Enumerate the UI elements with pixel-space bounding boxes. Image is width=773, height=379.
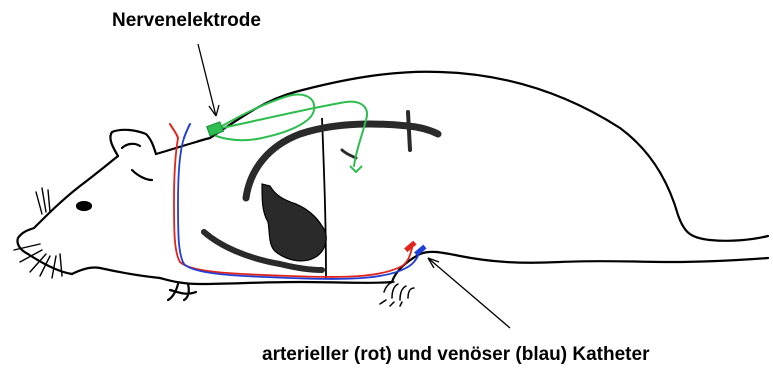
rat-outline <box>17 72 768 300</box>
arterial-catheter-top <box>170 124 178 138</box>
catheter-label: arterieller (rot) und venöser (blau) Kat… <box>262 344 649 366</box>
electrode-tip-icon <box>350 166 362 172</box>
diaphragm-line <box>322 118 326 278</box>
nerve-electrode-label: Nervenelektrode <box>112 10 261 32</box>
nerve-pointer-arrow <box>198 44 219 116</box>
vessel-branch-small <box>342 150 356 158</box>
hind-paw <box>380 282 414 306</box>
heart <box>262 184 326 261</box>
nerve-electrode-wire <box>216 95 367 166</box>
nerve-electrode <box>207 122 224 136</box>
venous-catheter-top <box>184 124 190 138</box>
catheter-pointer-arrow <box>428 258 510 328</box>
arterial-catheter-port <box>404 241 416 253</box>
vessel-branch <box>408 112 410 150</box>
